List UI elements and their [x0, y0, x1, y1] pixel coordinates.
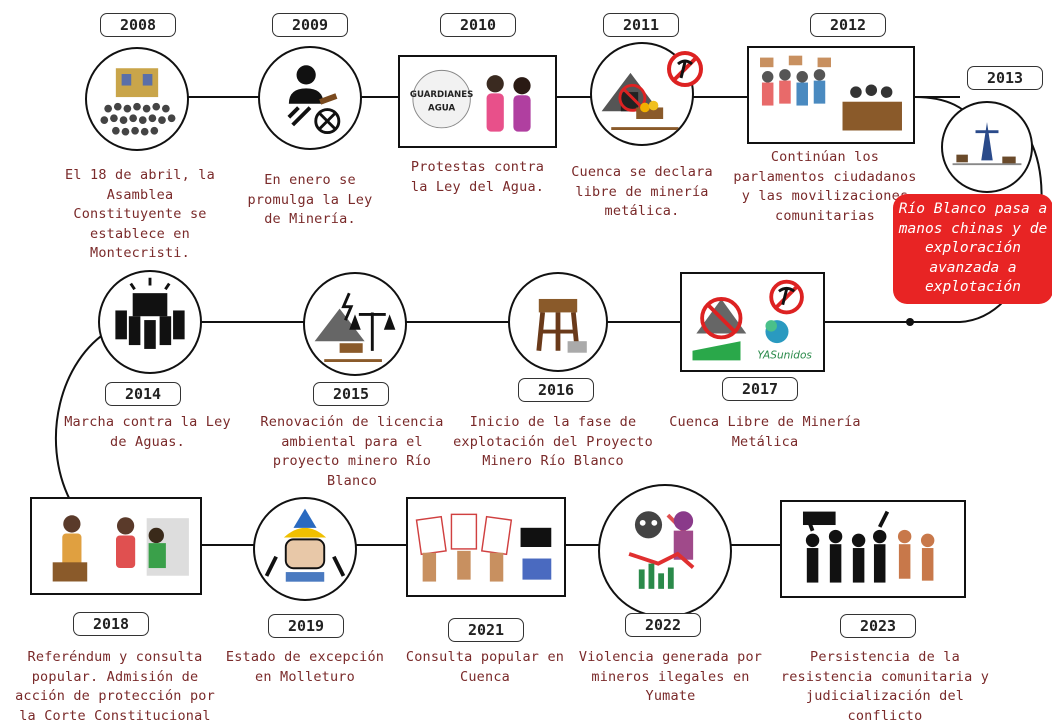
- year-label-2015: 2015: [313, 382, 389, 406]
- mine-structure-icon: [508, 272, 608, 372]
- event-text-2014: Marcha contra la Ley de Aguas.: [64, 414, 231, 450]
- violence-icon: [598, 484, 732, 618]
- year-label-2014: 2014: [105, 382, 181, 406]
- year-label-2013: 2013: [967, 66, 1043, 90]
- parliament-icon: [747, 46, 915, 144]
- year-label-2009: 2009: [272, 13, 348, 37]
- mining-tower-icon: [941, 101, 1033, 193]
- event-text-2023: Persistencia de la resistencia comunitar…: [780, 649, 990, 724]
- yasunidos-icon: YASunidos: [680, 272, 825, 372]
- year-label-2021: 2021: [448, 618, 524, 642]
- event-text-2017: Cuenca Libre de Minería Metálica: [669, 414, 861, 450]
- fist-icon: [253, 497, 357, 601]
- year-label-2019: 2019: [268, 614, 344, 638]
- year-label-2008: 2008: [100, 13, 176, 37]
- event-text-2013: Río Blanco pasa a manos chinas y de expl…: [893, 194, 1052, 304]
- water-protest-icon: GUARDIANES AGUA: [398, 55, 557, 148]
- year-label-2011: 2011: [603, 13, 679, 37]
- year-label-2023: 2023: [840, 614, 916, 638]
- svg-text:AGUA: AGUA: [428, 104, 455, 114]
- year-label-2012: 2012: [810, 13, 886, 37]
- event-text-2018: Referéndum y consulta popular. Admisión …: [15, 649, 215, 724]
- law-gavel-icon: [258, 46, 362, 150]
- event-text-2009: En enero se promulga la Ley de Minería.: [247, 172, 373, 227]
- assembly-icon: [85, 47, 189, 151]
- event-text-2022: Violencia generada por mineros ilegales …: [578, 649, 763, 704]
- yasunidos-logo-text: YASunidos: [757, 349, 812, 361]
- mine-justice-icon: [303, 272, 407, 376]
- year-label-2017: 2017: [722, 377, 798, 401]
- no-pickaxe-icon: [666, 50, 704, 88]
- voting-icon: [30, 497, 202, 595]
- event-text-2016: Inicio de la fase de explotación del Pro…: [453, 414, 653, 469]
- event-text-2021: Consulta popular en Cuenca: [405, 649, 565, 685]
- year-label-2016: 2016: [518, 378, 594, 402]
- event-text-2010: Protestas contra la Ley del Agua.: [410, 159, 545, 195]
- event-text-2008: El 18 de abril, la Asamblea Constituyent…: [65, 167, 215, 261]
- year-label-2018: 2018: [73, 612, 149, 636]
- resistance-icon: [780, 500, 966, 598]
- year-label-2010: 2010: [440, 13, 516, 37]
- year-label-2022: 2022: [625, 613, 701, 637]
- no-mining-icon: [590, 42, 694, 146]
- protest-march-icon: [98, 270, 202, 374]
- event-text-2011: Cuenca se declara libre de minería metál…: [571, 164, 713, 219]
- ballot-icon: [406, 497, 566, 597]
- svg-text:GUARDIANES: GUARDIANES: [410, 90, 473, 100]
- event-text-2019: Estado de excepción en Molleturo: [225, 649, 385, 685]
- event-text-2012: Continúan los parlamentos ciudadanos y l…: [733, 149, 917, 224]
- event-text-2015: Renovación de licencia ambiental para el…: [260, 414, 444, 489]
